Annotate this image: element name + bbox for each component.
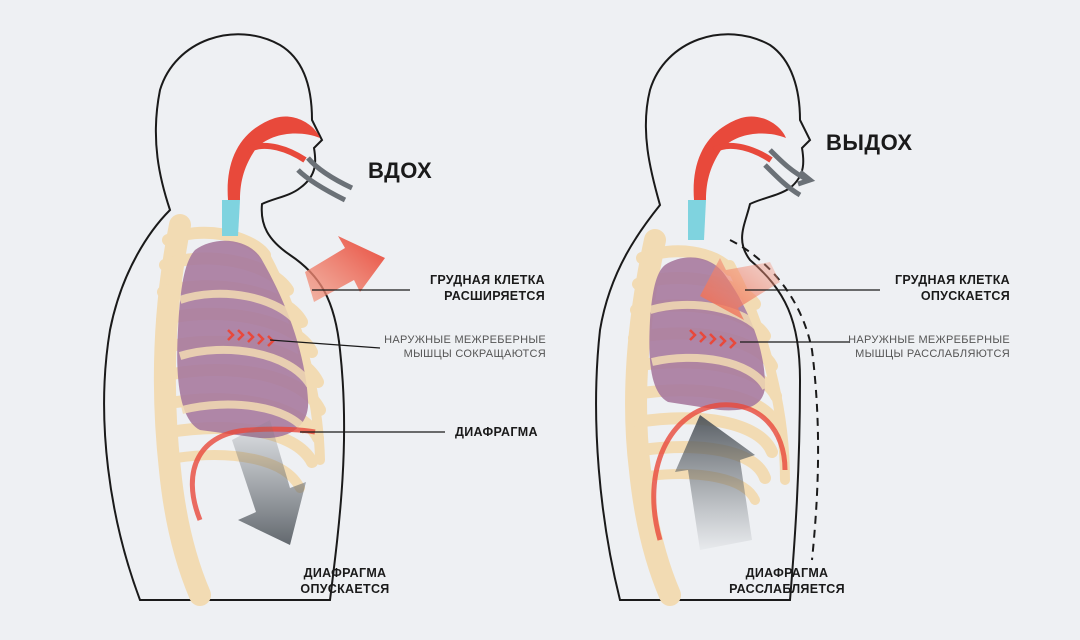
muscles-relax-label: НАРУЖНЫЕ МЕЖРЕБЕРНЫЕ МЫШЦЫ РАССЛАБЛЯЮТСЯ (840, 333, 1010, 361)
diaphragm-right (651, 402, 788, 541)
chest-collapse-arrow (700, 258, 780, 320)
chest-lowers-line2: ОПУСКАЕТСЯ (920, 289, 1010, 303)
exhale-title: ВЫДОХ (826, 130, 913, 155)
diaphragm-lowers-label: ДИАФРАГМА ОПУСКАЕТСЯ (280, 565, 410, 597)
diaphragm-relaxes-label: ДИАФРАГМА РАССЛАБЛЯЕТСЯ (712, 565, 862, 597)
leader-lines-left (269, 289, 445, 433)
leader-lines-right (740, 289, 880, 343)
chest-lowers-label: ГРУДНАЯ КЛЕТКА ОПУСКАЕТСЯ (860, 272, 1010, 304)
diaphragm-relaxes-line2: РАССЛАБЛЯЕТСЯ (729, 582, 845, 596)
muscles-contract-line2: МЫШЦЫ СОКРАЩАЮТСЯ (403, 348, 546, 360)
chest-expands-line1: ГРУДНАЯ КЛЕТКА (429, 273, 545, 287)
lung-left (177, 240, 309, 439)
muscles-relax-line1: НАРУЖНЫЕ МЕЖРЕБЕРНЫЕ (848, 334, 1010, 346)
intercostal-marker-right (689, 329, 737, 349)
diaphragm-lowers-line1: ДИАФРАГМА (303, 566, 387, 580)
inhale-title: ВДОХ (368, 158, 433, 183)
exhale-figure (595, 33, 880, 606)
chest-lowers-line1: ГРУДНАЯ КЛЕТКА (894, 273, 1010, 287)
chest-expands-label: ГРУДНАЯ КЛЕТКА РАСШИРЯЕТСЯ (400, 272, 545, 304)
muscles-contract-line1: НАРУЖНЫЕ МЕЖРЕБЕРНЫЕ (384, 334, 546, 346)
diaphragm-left (189, 426, 316, 521)
chest-expand-arrow (305, 236, 385, 302)
diaphragm-label: ДИАФРАГМА (455, 425, 538, 439)
diaphragm-relaxes-line1: ДИАФРАГМА (745, 566, 829, 580)
air-out-arrows-right (763, 148, 816, 198)
airway-right (693, 116, 786, 200)
diaphragm-up-arrow (675, 415, 755, 550)
trachea-right (688, 200, 706, 240)
diaphragm-lowers-line2: ОПУСКАЕТСЯ (300, 582, 390, 596)
trachea-left (222, 200, 240, 236)
inhale-figure (103, 33, 445, 606)
air-in-arrows-left (296, 156, 354, 203)
muscles-contract-label: НАРУЖНЫЕ МЕЖРЕБЕРНЫЕ МЫШЦЫ СОКРАЩАЮТСЯ (380, 333, 546, 361)
intercostal-marker-left (227, 329, 275, 347)
diaphragm-down-arrow (232, 420, 306, 545)
previous-outline-dashed (729, 239, 820, 561)
chest-expands-line2: РАСШИРЯЕТСЯ (444, 289, 545, 303)
muscles-relax-line2: МЫШЦЫ РАССЛАБЛЯЮТСЯ (855, 348, 1010, 360)
airway-left (227, 116, 320, 200)
